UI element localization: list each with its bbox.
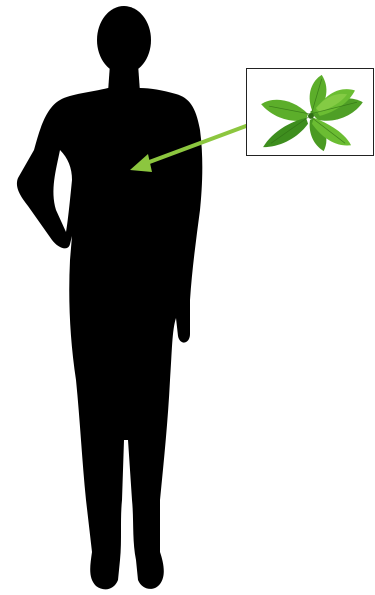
nettle-leaves-image bbox=[247, 69, 373, 155]
silhouette-neck bbox=[108, 64, 140, 92]
silhouette-body bbox=[17, 6, 202, 589]
silhouette-head bbox=[97, 6, 151, 74]
leaf-left bbox=[261, 100, 308, 121]
silhouette-torso bbox=[17, 88, 202, 589]
nettle-leaves-cluster bbox=[261, 75, 363, 151]
nettle-inset-frame bbox=[246, 68, 374, 156]
leaf-stem-center bbox=[308, 113, 314, 119]
